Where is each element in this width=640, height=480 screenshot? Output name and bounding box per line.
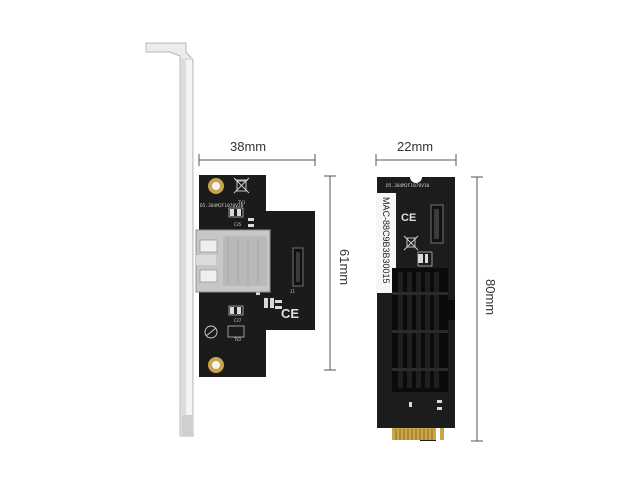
card-code-silk: D5.384M2F1070V20 (200, 203, 244, 209)
m2-module-connector (430, 204, 444, 244)
dimension-80mm (471, 176, 483, 442)
c37-silk: C37 (234, 318, 242, 323)
dimension-38mm (198, 154, 316, 166)
dimension-61mm (324, 175, 336, 371)
tv2-silk: TV2 (234, 337, 242, 342)
ce-mark-card: CE (281, 306, 299, 321)
label-22mm: 22mm (397, 139, 434, 154)
label-38mm: 38mm (230, 139, 267, 154)
tv1-silk: TV1 (238, 200, 246, 205)
pb-free-icon (204, 325, 218, 339)
mac-address-text: MAC-88C9B3B30015 (381, 197, 391, 284)
mounting-bracket (145, 42, 194, 437)
heatsink (392, 268, 455, 392)
rj45-jack (195, 229, 271, 293)
mac-label: MAC-88C9B3B30015 (376, 193, 396, 293)
dimension-22mm (375, 154, 457, 166)
j1-silk: J1 (290, 289, 295, 294)
label-61mm: 61mm (337, 249, 352, 286)
pcie-card-assembly: D5.384M2F1070V20 TV1 C35 C37 TV2 J1 (145, 42, 336, 437)
ce-mark-icon: CE (281, 306, 299, 321)
m2-socket (292, 247, 304, 287)
m2-code-silk: D5.384M2F1070V10 (386, 183, 430, 189)
weee-bin-icon (233, 177, 250, 194)
weee-bin-icon (403, 235, 419, 251)
gold-contacts (392, 428, 444, 440)
m2-module: D5.384M2F1070V10 MAC-88C9B3B30015 CE (375, 154, 483, 442)
pcie-card-pcb: D5.384M2F1070V20 TV1 C35 C37 TV2 J1 (195, 175, 315, 377)
c35-silk: C35 (234, 222, 242, 227)
label-80mm: 80mm (483, 279, 498, 316)
ce-mark-m2: CE (401, 212, 416, 224)
